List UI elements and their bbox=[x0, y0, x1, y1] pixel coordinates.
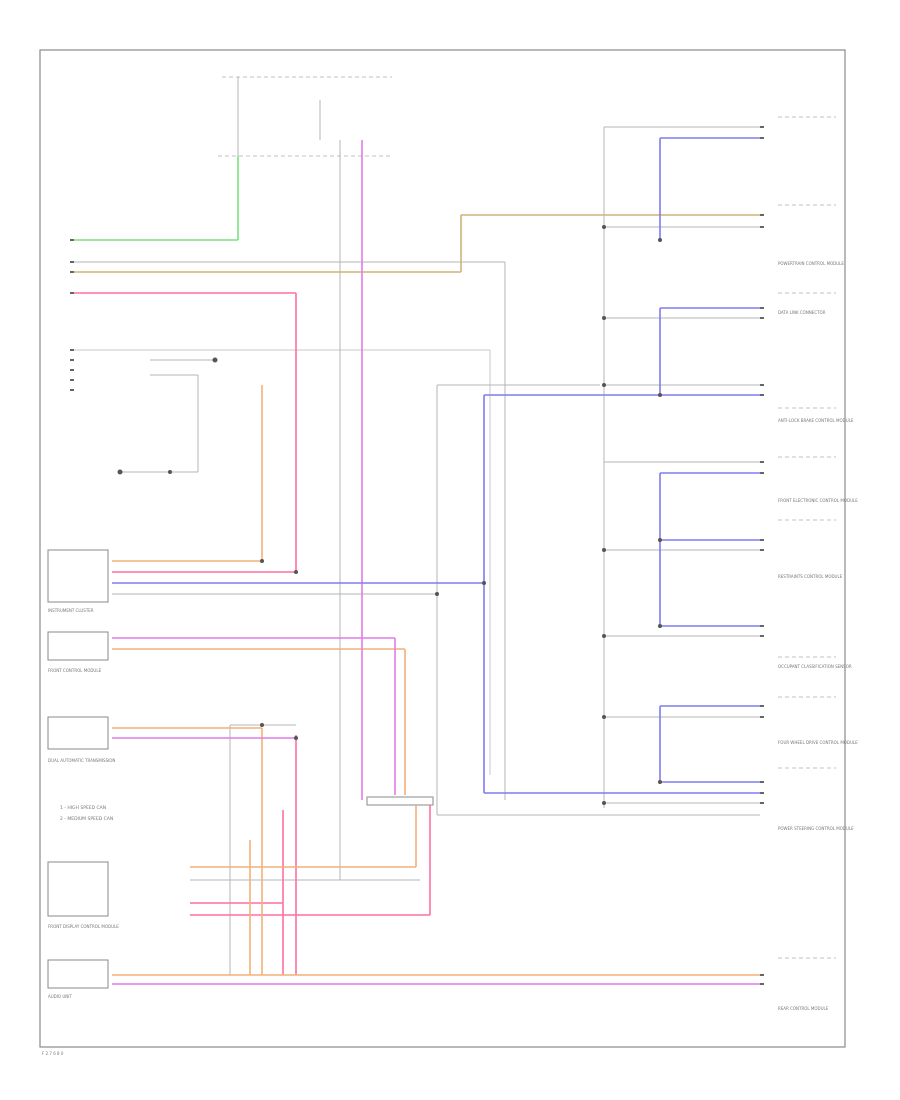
label-four-wheel-drive-module: FOUR WHEEL DRIVE CONTROL MODULE bbox=[778, 740, 858, 745]
green-wire bbox=[72, 156, 239, 241]
label-front-display-module: FRONT DISPLAY CONTROL MODULE bbox=[48, 924, 119, 929]
left-modules bbox=[47, 549, 434, 989]
blue-wires bbox=[112, 137, 762, 794]
note-high-speed-can: 1 - HIGH SPEED CAN bbox=[60, 805, 106, 811]
note-medium-speed-can: 2 - MEDIUM SPEED CAN bbox=[60, 816, 113, 822]
label-occupant-classification: OCCUPANT CLASSIFICATION SENSOR bbox=[778, 664, 852, 669]
pink-wire bbox=[72, 292, 431, 975]
component-labels: INSTRUMENT CLUSTER FRONT CONTROL MODULE … bbox=[48, 261, 858, 1011]
top-dashed-lines bbox=[218, 76, 392, 157]
label-dual-automatic-transmission: DUAL AUTOMATIC TRANSMISSION bbox=[48, 758, 115, 763]
magenta-wires bbox=[112, 140, 762, 985]
footer-code: F 2 7 6 8 0 bbox=[42, 1051, 64, 1056]
tan-wire bbox=[72, 214, 762, 273]
right-dashed-separators bbox=[778, 116, 836, 959]
notes-legend: 1 - HIGH SPEED CAN 2 - MEDIUM SPEED CAN bbox=[60, 805, 113, 822]
dual-automatic-transmission-box bbox=[47, 716, 109, 750]
orange-wires bbox=[112, 385, 762, 976]
audio-unit-box bbox=[47, 959, 109, 989]
gray-wires bbox=[72, 126, 762, 975]
front-display-module-box bbox=[47, 861, 109, 917]
label-rear-control-module: REAR CONTROL MODULE bbox=[778, 1006, 829, 1011]
label-instrument-cluster: INSTRUMENT CLUSTER bbox=[48, 608, 94, 613]
label-restraints-control-module: RESTRAINTS CONTROL MODULE bbox=[778, 574, 843, 579]
label-data-link-connector: DATA LINK CONNECTOR bbox=[778, 310, 826, 315]
label-anti-lock-brake-module: ANTI-LOCK BRAKE CONTROL MODULE bbox=[778, 418, 854, 423]
label-front-electronic-module: FRONT ELECTRONIC CONTROL MODULE bbox=[778, 498, 858, 503]
instrument-cluster-box bbox=[47, 549, 109, 603]
diagram-frame bbox=[39, 49, 846, 1048]
splice-box bbox=[366, 796, 434, 806]
label-audio-unit: AUDIO UNIT bbox=[48, 994, 72, 999]
label-powertrain-control-module: POWERTRAIN CONTROL MODULE bbox=[778, 261, 844, 266]
connector-pins bbox=[70, 126, 764, 985]
front-control-module-box bbox=[47, 631, 109, 661]
label-power-steering-module: POWER STEERING CONTROL MODULE bbox=[778, 826, 854, 831]
label-front-control-module: FRONT CONTROL MODULE bbox=[48, 668, 102, 673]
splice-dots bbox=[117, 225, 662, 805]
